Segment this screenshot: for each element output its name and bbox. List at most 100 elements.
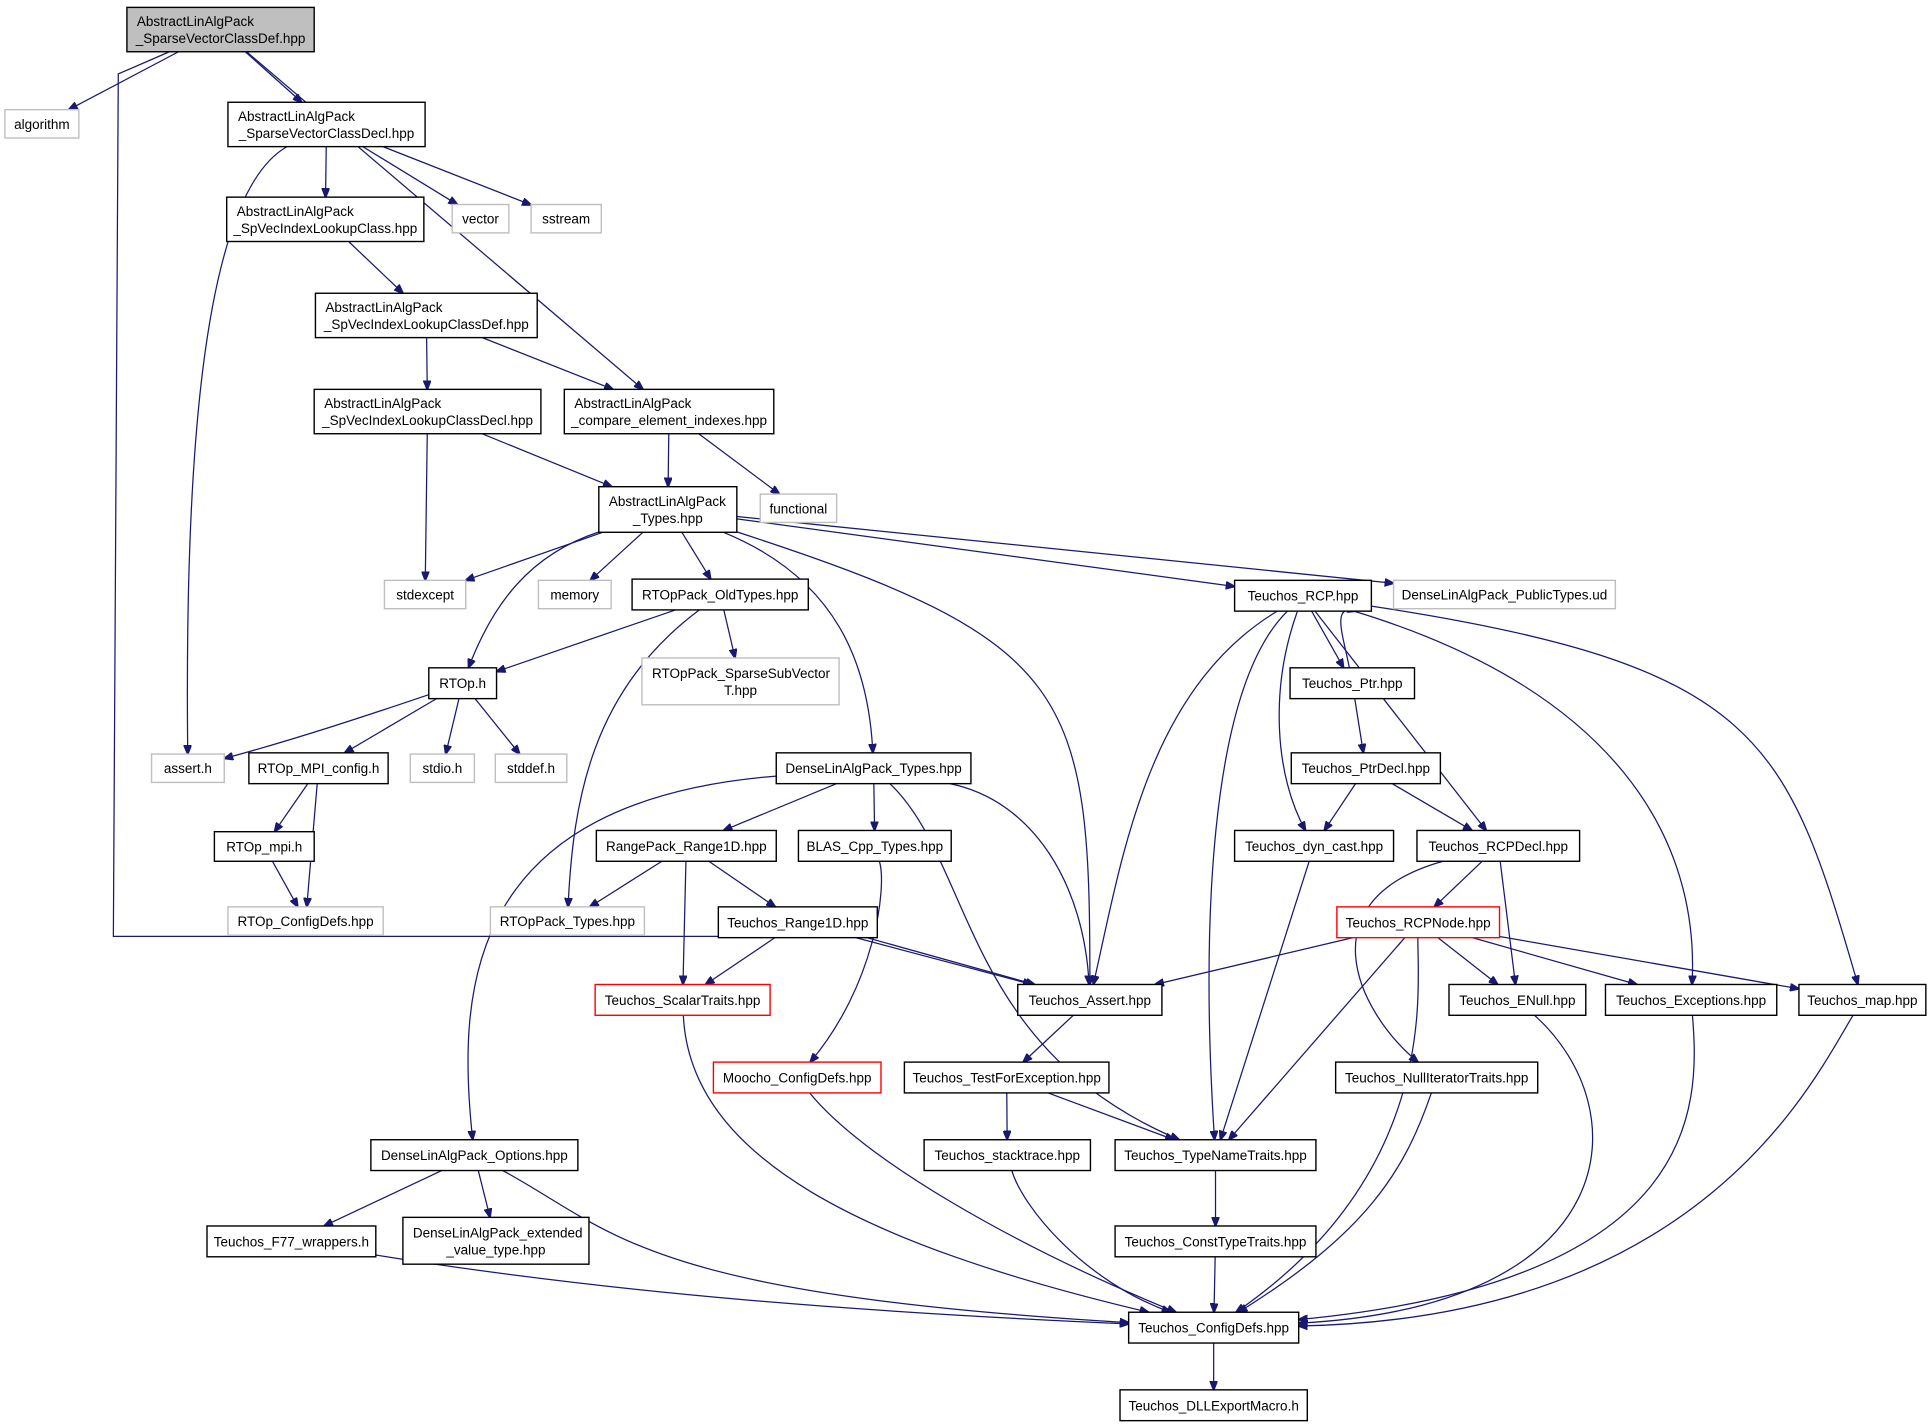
node-functional[interactable]: functional <box>759 493 838 524</box>
node-box-f77 <box>206 1225 377 1258</box>
edge-rcp-to-tmap <box>1371 605 1858 984</box>
node-testfor[interactable]: Teuchos_TestForException.hpp <box>903 1061 1110 1094</box>
node-rtoph[interactable]: RTOp.h <box>428 667 498 700</box>
node-vector[interactable]: vector <box>451 203 510 234</box>
edge-spvec-to-spvecdef <box>348 241 403 294</box>
node-sstream[interactable]: sstream <box>530 203 602 234</box>
edge-rcpnode-to-exceptions <box>1472 937 1637 985</box>
edge-types-to-memory <box>590 531 644 580</box>
node-rtoppacktypes[interactable]: RTOpPack_Types.hpp <box>489 906 646 936</box>
node-label-root-0: AbstractLinAlgPack <box>137 14 254 29</box>
node-scalar[interactable]: Teuchos_ScalarTraits.hpp <box>594 983 771 1016</box>
edge-densetypes-to-tassert <box>949 783 1089 985</box>
node-dllexport[interactable]: Teuchos_DLLExportMacro.h <box>1119 1389 1309 1422</box>
node-label-range1d-0: RangePack_Range1D.hpp <box>606 839 767 854</box>
node-box-configdefs <box>1127 1311 1300 1344</box>
node-stddef[interactable]: stddef.h <box>494 753 568 784</box>
node-configdefs[interactable]: Teuchos_ConfigDefs.hpp <box>1127 1311 1300 1344</box>
edge-rcp-to-ptr <box>1311 610 1344 668</box>
edge-ptr-to-rcp <box>1340 610 1357 668</box>
node-spvecdecl[interactable]: AbstractLinAlgPack_SpVecIndexLookupClass… <box>313 388 542 435</box>
node-densetypes[interactable]: DenseLinAlgPack_Types.hpp <box>775 752 972 785</box>
node-box-options <box>370 1139 579 1172</box>
node-spvecdef[interactable]: AbstractLinAlgPack_SpVecIndexLookupClass… <box>314 292 538 339</box>
node-box-stacktrace <box>923 1139 1092 1172</box>
edge-oldtypes-to-sparsesub <box>723 609 735 658</box>
node-root[interactable]: AbstractLinAlgPack_SparseVectorClassDef.… <box>126 6 315 53</box>
node-label-tmap-0: Teuchos_map.hpp <box>1807 993 1917 1008</box>
node-label-rcpdecl-0: Teuchos_RCPDecl.hpp <box>1428 839 1568 854</box>
node-exceptions[interactable]: Teuchos_Exceptions.hpp <box>1604 983 1778 1016</box>
node-tmap[interactable]: Teuchos_map.hpp <box>1798 983 1927 1016</box>
node-ptr[interactable]: Teuchos_Ptr.hpp <box>1289 667 1416 700</box>
edge-decl-to-asserth <box>187 146 288 754</box>
node-mpih[interactable]: RTOp_mpi.h <box>213 830 315 862</box>
node-stdexcept[interactable]: stdexcept <box>383 579 467 610</box>
node-enull[interactable]: Teuchos_ENull.hpp <box>1448 983 1587 1016</box>
node-box-trange1d <box>717 906 878 939</box>
node-rtopconfig[interactable]: RTOp_ConfigDefs.hpp <box>227 906 384 936</box>
node-box-stdio <box>409 753 476 784</box>
node-dyncast[interactable]: Teuchos_dyn_cast.hpp <box>1233 829 1395 862</box>
node-rcpdecl[interactable]: Teuchos_RCPDecl.hpp <box>1416 829 1581 862</box>
edge-compare-to-types <box>668 433 669 487</box>
edge-root-to-decl <box>244 51 301 103</box>
node-label-rcp-0: Teuchos_RCP.hpp <box>1248 589 1359 604</box>
node-label-f77-0: Teuchos_F77_wrappers.h <box>214 1234 369 1249</box>
node-box-asserth <box>150 753 225 784</box>
node-label-compare-0: AbstractLinAlgPack <box>574 396 691 411</box>
node-label-dyncast-0: Teuchos_dyn_cast.hpp <box>1245 839 1383 854</box>
node-box-rtoppacktypes <box>489 906 646 936</box>
node-box-spvecdef <box>314 292 538 339</box>
node-consttype[interactable]: Teuchos_ConstTypeTraits.hpp <box>1114 1225 1317 1258</box>
node-ptrdecl[interactable]: Teuchos_PtrDecl.hpp <box>1290 752 1442 785</box>
node-memory[interactable]: memory <box>537 579 612 610</box>
node-publictypes[interactable]: DenseLinAlgPack_PublicTypes.ud <box>1392 579 1617 610</box>
node-spvec[interactable]: AbstractLinAlgPack_SpVecIndexLookupClass… <box>226 196 425 243</box>
node-rcp[interactable]: Teuchos_RCP.hpp <box>1233 579 1373 612</box>
edge-rtoph-to-mpiconfig <box>345 698 437 753</box>
node-extended[interactable]: DenseLinAlgPack_extended_value_type.hpp <box>402 1216 590 1265</box>
node-stdio[interactable]: stdio.h <box>409 753 476 784</box>
node-f77[interactable]: Teuchos_F77_wrappers.h <box>206 1225 377 1258</box>
node-label-extended-0: DenseLinAlgPack_extended <box>413 1225 583 1240</box>
node-label-spvecdef-1: _SpVecIndexLookupClassDef.hpp <box>323 317 529 332</box>
node-options[interactable]: DenseLinAlgPack_Options.hpp <box>370 1139 579 1172</box>
node-label-blas-0: BLAS_Cpp_Types.hpp <box>807 839 944 854</box>
node-box-dllexport <box>1119 1389 1309 1422</box>
node-range1d[interactable]: RangePack_Range1D.hpp <box>595 829 777 862</box>
node-label-sparsesub-1: T.hpp <box>724 683 757 698</box>
node-label-consttype-0: Teuchos_ConstTypeTraits.hpp <box>1125 1234 1307 1249</box>
node-oldtypes[interactable]: RTOpPack_OldTypes.hpp <box>631 578 809 611</box>
node-box-rcpdecl <box>1416 829 1581 862</box>
node-typename[interactable]: Teuchos_TypeNameTraits.hpp <box>1114 1139 1317 1172</box>
edge-oldtypes-to-rtoph <box>497 609 676 672</box>
node-nulliter[interactable]: Teuchos_NullIteratorTraits.hpp <box>1334 1061 1539 1094</box>
node-stacktrace[interactable]: Teuchos_stacktrace.hpp <box>923 1139 1092 1172</box>
node-box-consttype <box>1114 1225 1317 1258</box>
edge-densetypes-to-blas <box>874 783 875 831</box>
edge-tassert-to-testfor <box>1023 1014 1074 1062</box>
node-compare[interactable]: AbstractLinAlgPack_compare_element_index… <box>563 388 775 435</box>
node-asserth[interactable]: assert.h <box>150 753 225 784</box>
node-box-ptrdecl <box>1290 752 1442 785</box>
edge-densetypes-to-range1d <box>723 783 837 831</box>
node-trange1d[interactable]: Teuchos_Range1D.hpp <box>717 906 878 939</box>
node-label-mpiconfig-0: RTOp_MPI_config.h <box>258 761 380 776</box>
node-tassert[interactable]: Teuchos_Assert.hpp <box>1017 983 1163 1016</box>
node-box-vector <box>451 203 510 234</box>
node-label-oldtypes-0: RTOpPack_OldTypes.hpp <box>642 588 798 603</box>
node-moocho[interactable]: Moocho_ConfigDefs.hpp <box>712 1061 882 1094</box>
node-box-scalar <box>594 983 771 1016</box>
node-label-scalar-0: Teuchos_ScalarTraits.hpp <box>605 993 761 1008</box>
node-algorithm[interactable]: algorithm <box>4 108 80 139</box>
edge-rcpdecl-to-enull <box>1499 861 1515 984</box>
node-types[interactable]: AbstractLinAlgPack_Types.hpp <box>598 485 738 533</box>
node-label-configdefs-0: Teuchos_ConfigDefs.hpp <box>1138 1321 1289 1336</box>
node-blas[interactable]: BLAS_Cpp_Types.hpp <box>797 829 952 862</box>
node-rcpnode[interactable]: Teuchos_RCPNode.hpp <box>1336 906 1501 939</box>
node-box-sparsesub <box>641 657 840 706</box>
node-decl[interactable]: AbstractLinAlgPack_SparseVectorClassDecl… <box>227 101 426 148</box>
node-mpiconfig[interactable]: RTOp_MPI_config.h <box>248 752 389 785</box>
